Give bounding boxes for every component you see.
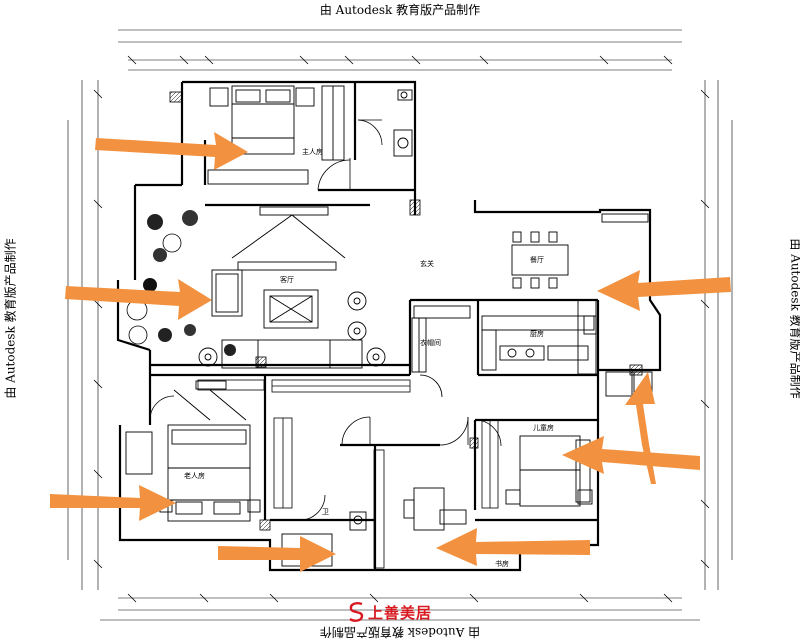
label-hall: 玄关 [420,259,434,268]
label-cloakroom: 衣帽间 [420,338,441,347]
label-bath: 卫 [322,508,329,516]
dimension-ticks [93,55,710,603]
label-dining: 餐厅 [530,255,544,264]
dining-area [511,213,649,289]
arrow-kitchen [625,372,656,484]
brand-mark-icon [349,602,364,622]
living-room [198,206,386,369]
watermark-top: 由 Autodesk 教育版产品制作 [319,3,481,17]
arrow-living [65,279,212,320]
arrow-bath [218,536,336,572]
arrow-bedroom-right [562,436,700,474]
arrow-bedroom-left [50,485,176,521]
dimension-lines [67,29,733,621]
arrow-master [95,132,248,170]
wall-columns [169,91,643,531]
room-labels: 主人房 客厅 餐厅 厨房 书房 儿童房 老人房 卫 玄关 衣帽间 [184,147,554,568]
label-living-room: 客厅 [280,275,294,284]
highlight-arrows [50,132,731,572]
label-bedroom-left: 老人房 [184,471,205,480]
arrow-study [436,528,590,566]
label-kitchen: 厨房 [530,329,544,338]
doors [149,119,502,521]
label-master-bedroom: 主人房 [302,147,323,156]
label-study: 书房 [495,559,509,568]
brand-logo: 上善美居 [348,600,460,624]
master-bedroom [207,85,413,185]
bath-and-study [281,487,467,567]
arrow-dining [597,270,731,311]
balcony-plants [126,210,236,356]
label-bedroom-right: 儿童房 [533,423,554,432]
brand-name: 上善美居 [368,604,433,622]
wardrobes [197,379,499,569]
bedroom-left [125,380,261,522]
kitchen [411,299,653,401]
bedroom-right [505,435,593,507]
